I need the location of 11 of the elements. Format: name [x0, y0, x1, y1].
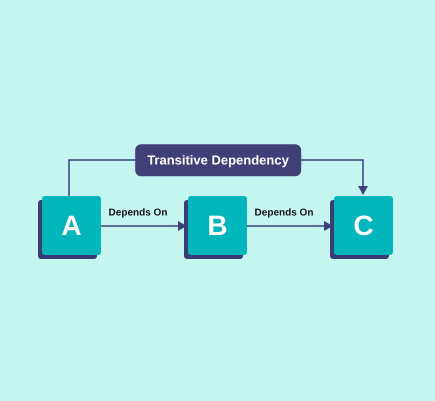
node-label: C: [353, 208, 374, 242]
node-box: [42, 196, 101, 255]
node-box: [334, 196, 393, 255]
edge-label: Transitive Dependency: [135, 144, 301, 176]
node-label: A: [61, 208, 82, 242]
node-label: B: [207, 208, 228, 242]
node-box: [188, 196, 247, 255]
edge-label: Depends On: [254, 206, 314, 220]
arrow: [247, 221, 333, 231]
edge-label: Depends On: [108, 206, 168, 220]
arrow: [101, 221, 187, 231]
